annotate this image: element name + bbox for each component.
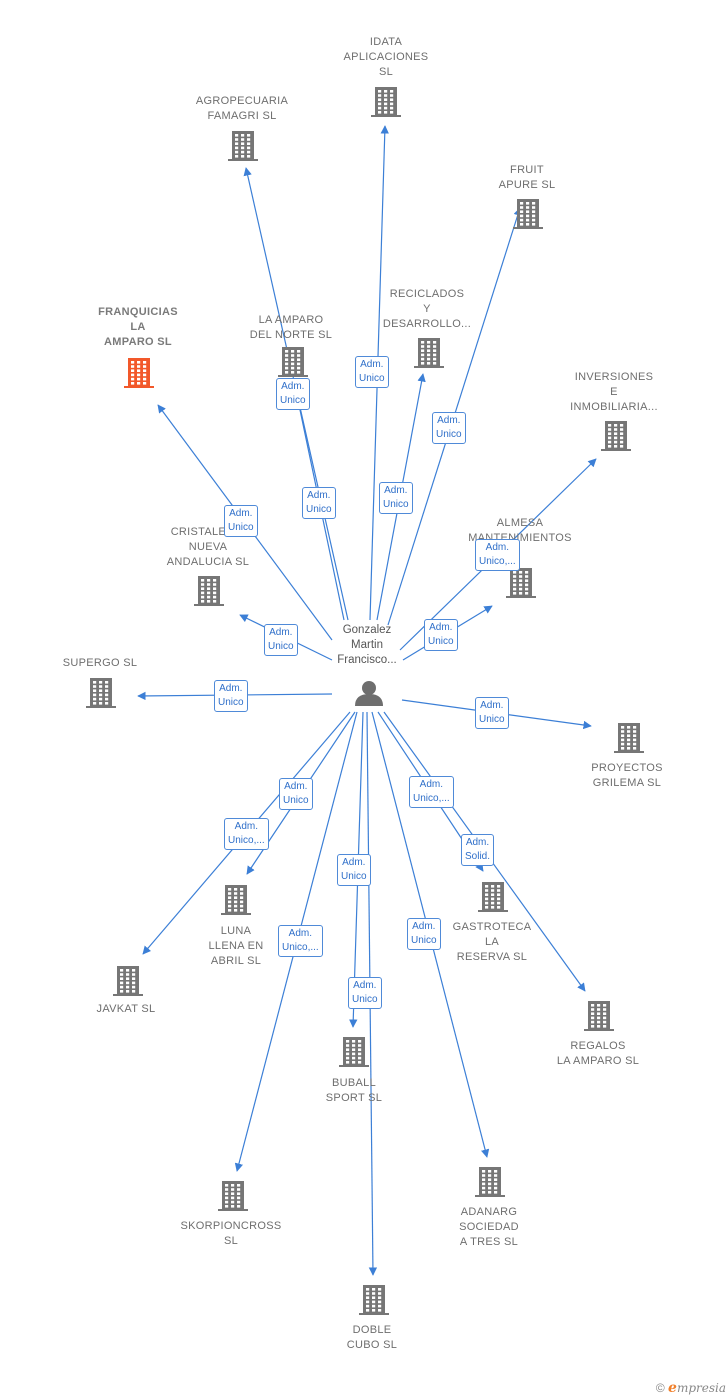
- role-badge-almesa[interactable]: Adm. Unico: [424, 619, 458, 651]
- building-icon-inversiones[interactable]: [601, 421, 631, 451]
- role-badge-cristaleria[interactable]: Adm. Unico: [264, 624, 298, 656]
- company-node-reciclados[interactable]: RECICLADOS Y DESARROLLO...: [362, 287, 492, 332]
- company-node-inversiones[interactable]: INVERSIONES E INMOBILIARIA...: [549, 370, 679, 415]
- company-name[interactable]: LA AMPARO DEL NORTE SL: [249, 314, 333, 341]
- company-node-buball[interactable]: BUBALL SPORT SL: [289, 1076, 419, 1106]
- building-icon-gastroteca[interactable]: [478, 882, 508, 912]
- building-icon-adanarg[interactable]: [475, 1167, 505, 1197]
- building-icon-reciclados[interactable]: [414, 338, 444, 368]
- company-node-proyectos[interactable]: PROYECTOS GRILEMA SL: [562, 761, 692, 791]
- company-icons: [86, 87, 644, 1315]
- building-icon-buball[interactable]: [339, 1037, 369, 1067]
- company-name[interactable]: ADANARG SOCIEDAD A TRES SL: [459, 1206, 519, 1248]
- company-name[interactable]: FRUIT APURE SL: [498, 164, 556, 191]
- role-badge-laamparo-norte[interactable]: Adm. Unico: [276, 378, 310, 410]
- role-badge-reciclados[interactable]: Adm. Unico: [379, 482, 413, 514]
- role-badge-buball[interactable]: Adm. Unico: [337, 854, 371, 886]
- company-node-luna[interactable]: LUNA LLENA EN ABRIL SL: [171, 924, 301, 969]
- company-name[interactable]: DOBLE CUBO SL: [346, 1324, 398, 1351]
- building-icon-doble[interactable]: [359, 1285, 389, 1315]
- company-name[interactable]: REGALOS LA AMPARO SL: [556, 1040, 640, 1067]
- company-name[interactable]: INVERSIONES E INMOBILIARIA...: [570, 371, 658, 413]
- company-name[interactable]: SUPERGO SL: [62, 657, 138, 669]
- brand-initial: e: [668, 1380, 677, 1396]
- building-icon-agropecuaria[interactable]: [228, 131, 258, 161]
- building-icon-laamparo-norte[interactable]: [278, 347, 308, 377]
- company-node-regalos[interactable]: REGALOS LA AMPARO SL: [533, 1039, 663, 1069]
- building-icon-luna[interactable]: [221, 885, 251, 915]
- building-icon-cristaleria[interactable]: [194, 576, 224, 606]
- company-name[interactable]: JAVKAT SL: [96, 1003, 156, 1015]
- building-icon-supergo[interactable]: [86, 678, 116, 708]
- building-icon-almesa[interactable]: [506, 568, 536, 598]
- company-name[interactable]: GASTROTECA LA RESERVA SL: [452, 921, 532, 963]
- building-icon-idata[interactable]: [371, 87, 401, 117]
- person-icon[interactable]: [355, 681, 383, 706]
- role-badge-proyectos[interactable]: Adm. Unico: [475, 697, 509, 729]
- role-badge-franquicias[interactable]: Adm. Unico: [224, 505, 258, 537]
- building-icon-proyectos[interactable]: [614, 723, 644, 753]
- brand-name: mpresia: [676, 1381, 726, 1395]
- company-name[interactable]: RECICLADOS Y DESARROLLO...: [382, 288, 472, 330]
- company-name[interactable]: BUBALL SPORT SL: [325, 1077, 383, 1104]
- company-node-adanarg[interactable]: ADANARG SOCIEDAD A TRES SL: [424, 1205, 554, 1250]
- role-badge-regalos[interactable]: Adm. Solid.: [461, 834, 495, 866]
- role-badge-adanarg[interactable]: Adm. Unico: [407, 918, 441, 950]
- company-node-gastroteca[interactable]: GASTROTECA LA RESERVA SL: [427, 920, 557, 965]
- company-node-laamparo-norte[interactable]: LA AMPARO DEL NORTE SL: [226, 313, 356, 343]
- company-name[interactable]: IDATA APLICACIONES SL: [343, 36, 429, 78]
- company-node-idata[interactable]: IDATA APLICACIONES SL: [321, 35, 451, 80]
- company-name[interactable]: PROYECTOS GRILEMA SL: [591, 762, 663, 789]
- company-node-fruit[interactable]: FRUIT APURE SL: [462, 163, 592, 193]
- copyright-symbol: ©: [655, 1381, 665, 1395]
- company-node-javkat[interactable]: JAVKAT SL: [61, 1002, 191, 1017]
- role-badge-agropecuaria[interactable]: Adm. Unico: [302, 487, 336, 519]
- role-badge-skorpion[interactable]: Adm. Unico,...: [278, 925, 323, 957]
- building-icon-regalos[interactable]: [584, 1001, 614, 1031]
- center-person-name[interactable]: Gonzalez Martin Francisco...: [337, 624, 397, 666]
- company-node-supergo[interactable]: SUPERGO SL: [35, 656, 165, 671]
- company-node-agropecuaria[interactable]: AGROPECUARIA FAMAGRI SL: [177, 94, 307, 124]
- company-node-doble[interactable]: DOBLE CUBO SL: [307, 1323, 437, 1353]
- company-name[interactable]: SKORPIONCROSS SL: [180, 1220, 282, 1247]
- company-node-skorpion[interactable]: SKORPIONCROSS SL: [166, 1219, 296, 1249]
- company-name[interactable]: FRANQUICIAS LA AMPARO SL: [98, 306, 178, 348]
- building-icon-javkat[interactable]: [113, 966, 143, 996]
- role-badge-supergo[interactable]: Adm. Unico: [214, 680, 248, 712]
- building-icon-skorpion[interactable]: [218, 1181, 248, 1211]
- footer: © empresia: [656, 1380, 726, 1396]
- role-badge-javkat[interactable]: Adm. Unico,...: [224, 818, 269, 850]
- role-badge-luna[interactable]: Adm. Unico: [279, 778, 313, 810]
- company-node-franquicias[interactable]: FRANQUICIAS LA AMPARO SL: [73, 305, 203, 350]
- role-badge-fruit[interactable]: Adm. Unico: [432, 412, 466, 444]
- building-icon-franquicias[interactable]: [124, 358, 154, 388]
- role-badge-inversiones[interactable]: Adm. Unico,...: [475, 539, 520, 571]
- role-badge-idata[interactable]: Adm. Unico: [355, 356, 389, 388]
- company-name[interactable]: AGROPECUARIA FAMAGRI SL: [195, 95, 289, 122]
- company-name[interactable]: LUNA LLENA EN ABRIL SL: [208, 925, 264, 967]
- building-icon-fruit[interactable]: [513, 199, 543, 229]
- role-badge-gastroteca[interactable]: Adm. Unico,...: [409, 776, 454, 808]
- role-badge-doble[interactable]: Adm. Unico: [348, 977, 382, 1009]
